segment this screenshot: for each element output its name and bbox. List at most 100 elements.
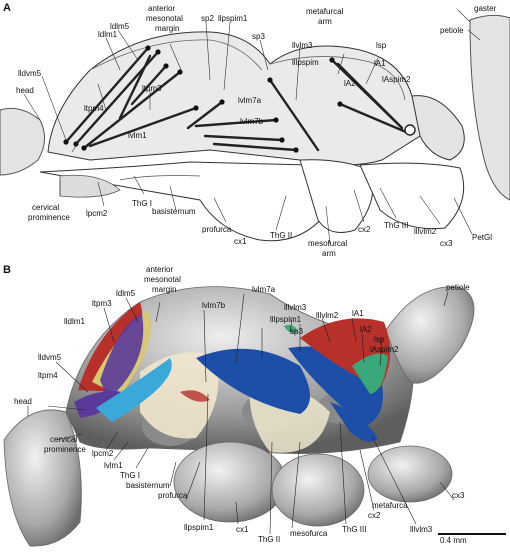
- label-b-thg1: ThG I: [120, 471, 140, 480]
- cx2-outline: [299, 159, 374, 233]
- label-a-cx2: cx2: [358, 225, 371, 234]
- label-a-lvlm7a: lvlm7a: [238, 96, 262, 105]
- label-a-sp2: sp2: [201, 14, 214, 23]
- label-a-laspim2: lAspim2: [382, 75, 411, 84]
- label-b-lpcm2: lpcm2: [92, 449, 114, 458]
- cx1-outline: [39, 161, 327, 242]
- muscle-cyan-lvlm1: [96, 358, 172, 422]
- label-a-lpcm2: lpcm2: [86, 209, 108, 218]
- head-3d: [3, 409, 82, 547]
- gaster-outline: [469, 14, 510, 201]
- label-b-thg3: ThG III: [342, 525, 366, 534]
- label-a-mesonotal: mesonotal: [146, 14, 183, 23]
- label-a-llvlm3: llvlm3: [292, 41, 313, 50]
- label-a-lsp: lsp: [376, 41, 387, 50]
- label-a-lllvlm2: lllvlm2: [414, 227, 437, 236]
- panel-letter-a: A: [3, 2, 11, 14]
- label-a-lldvm5: lldvm5: [18, 69, 42, 78]
- label-b-anterior: anterior: [146, 265, 173, 274]
- label-a-profurca: profurca: [202, 225, 232, 234]
- label-a-margin: margin: [155, 24, 179, 33]
- label-a-lvlm7b: lvlm7b: [240, 117, 264, 126]
- petiole-joint: [404, 124, 416, 136]
- label-b-head: head: [14, 397, 32, 406]
- label-a-petiole: petiole: [440, 26, 464, 35]
- label-a-thg1: ThG I: [132, 199, 152, 208]
- label-a-mesofurcal: mesofurcal: [308, 239, 347, 248]
- label-b-profurca: profurca: [158, 491, 188, 500]
- label-b-laspim2: lAspim2: [370, 345, 399, 354]
- propodeum-line: [269, 56, 406, 101]
- label-b-la1: lA1: [352, 309, 364, 318]
- head-outline: [0, 107, 45, 176]
- label-a-ldlm1: ldlm1: [98, 30, 118, 39]
- muscle-green-sp3: [284, 324, 298, 334]
- muscle-blue-lllvlm3: [330, 402, 378, 442]
- label-b-ltpm4: ltpm4: [38, 371, 58, 380]
- label-b-thg2: ThG II: [258, 535, 280, 544]
- label-b-lvlm1: lvlm1: [104, 461, 123, 470]
- label-a-ltpm4: ltpm4: [84, 104, 104, 113]
- label-b-basisternum: basisternum: [126, 481, 170, 490]
- label-b-lllvlm3: lllvlm3: [284, 303, 307, 312]
- label-b-margin: margin: [152, 285, 176, 294]
- panel-b-render: anterior mesonotal margin lvlm7b lvlm7a …: [3, 265, 475, 547]
- label-b-la2: lA2: [360, 325, 372, 334]
- label-b-ldlm5: ldlm5: [116, 289, 136, 298]
- label-a-petgl: PetGl: [472, 233, 492, 242]
- label-a-prominence: prominence: [28, 213, 70, 222]
- leader-lines-b: [27, 291, 455, 535]
- petiole-3d: [385, 286, 475, 384]
- label-a-la1: lA1: [374, 59, 386, 68]
- label-a-metafurcal-arm: arm: [318, 17, 332, 26]
- label-b-metafurca: metafurca: [372, 501, 408, 510]
- muscle-red-lpcm2: [180, 390, 210, 402]
- label-b-lllvlm2: lllvlm2: [316, 311, 339, 320]
- muscle-purple-ltpm4: [74, 391, 124, 418]
- leader-lines-a: [23, 9, 481, 245]
- cx3-outline: [359, 162, 465, 230]
- label-b-lsp: lsp: [374, 335, 385, 344]
- label-a-la2: lA2: [344, 79, 356, 88]
- label-b-lldlm1: lldlm1: [64, 317, 85, 326]
- label-a-head: head: [16, 86, 34, 95]
- muscle-blue-lvlm7: [196, 348, 310, 414]
- label-a-lllpspim: lllpspim: [292, 58, 319, 67]
- label-a-thg2: ThG II: [270, 231, 292, 240]
- label-a-mesofurcal-arm: arm: [322, 249, 336, 258]
- label-a-cx1: cx1: [234, 237, 247, 246]
- label-b-mesonotal: mesonotal: [144, 275, 181, 284]
- label-b-lllpspim1: lllpspim1: [270, 315, 302, 324]
- scale-label: 0.4 mm: [440, 536, 467, 545]
- label-b-prominence: prominence: [44, 445, 86, 454]
- cx3-3d: [367, 445, 453, 503]
- label-a-ltpm3: ltpm3: [142, 84, 162, 93]
- label-b-sp3: sp3: [290, 327, 303, 336]
- label-a-cervical: cervical: [32, 203, 59, 212]
- mesosoma-outline: [47, 31, 425, 166]
- label-a-gaster: gaster: [474, 4, 497, 13]
- label-b-mesofurca: mesofurca: [290, 529, 328, 538]
- label-a-lvlm1: lvlm1: [128, 131, 147, 140]
- label-b-llpspim1: llpspim1: [184, 523, 214, 532]
- label-b-cx1: cx1: [236, 525, 249, 534]
- label-b-lllvlm3-lower: lllvlm3: [410, 525, 433, 534]
- cx2-3d: [271, 453, 365, 527]
- label-b-petiole: petiole: [446, 283, 470, 292]
- petiole-outline: [411, 95, 465, 161]
- cx1-3d: [173, 441, 287, 523]
- label-a-metafurcal: metafurcal: [306, 7, 344, 16]
- basisternum-line: [119, 175, 201, 181]
- label-b-lvlm7a: lvlm7a: [252, 285, 276, 294]
- muscle-purple-ltpm3: [100, 314, 144, 400]
- panel-letter-b: B: [3, 264, 11, 276]
- cervical-prominence: [59, 174, 121, 198]
- label-a-llpspim1: llpspim1: [218, 14, 248, 23]
- label-a-ldlm5: ldlm5: [110, 22, 130, 31]
- label-b-cx2: cx2: [368, 511, 381, 520]
- muscle-lines: [64, 46, 408, 152]
- label-b-lldvm5: lldvm5: [38, 353, 62, 362]
- muscle-endpoints: [63, 45, 343, 153]
- label-a-basisternum: basisternum: [152, 207, 196, 216]
